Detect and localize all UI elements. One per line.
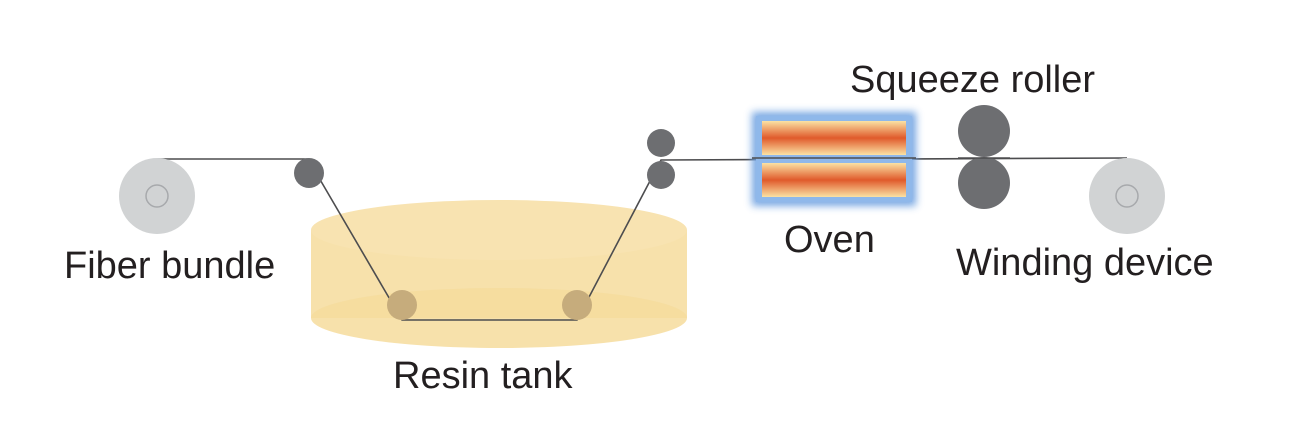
oven-icon xyxy=(752,112,916,206)
guide-roller-icon xyxy=(294,158,324,188)
squeeze-roller-bottom-icon xyxy=(958,157,1010,209)
winding-device-spool-icon xyxy=(1089,158,1165,234)
fiber-bundle-spool-icon xyxy=(119,158,195,234)
tank-roller-left-icon xyxy=(387,290,417,320)
label-squeeze-roller: Squeeze roller xyxy=(850,59,1095,101)
oven-upper-heater xyxy=(762,121,906,155)
oven-lower-heater xyxy=(762,163,906,197)
label-fiber-bundle: Fiber bundle xyxy=(64,245,275,287)
fiber-path xyxy=(157,157,1128,321)
label-winding-device: Winding device xyxy=(956,242,1214,284)
resin-tank xyxy=(311,200,687,348)
resin-tank-top xyxy=(311,200,687,260)
tank-roller-right-icon xyxy=(562,290,592,320)
resin-tank-bottom xyxy=(311,288,687,348)
exit-roller-top-icon xyxy=(647,129,675,157)
label-resin-tank: Resin tank xyxy=(393,355,574,397)
exit-roller-bottom-icon xyxy=(647,161,675,189)
label-oven: Oven xyxy=(784,219,875,261)
squeeze-roller-top-icon xyxy=(958,105,1010,157)
